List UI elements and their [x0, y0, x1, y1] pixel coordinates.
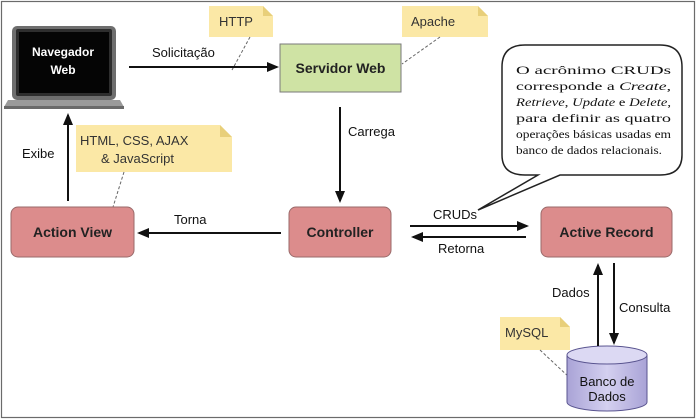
active-record-node: Active Record	[540, 206, 673, 258]
server-node: Servidor Web	[279, 43, 402, 93]
note-apache-text: Apache	[411, 14, 455, 29]
note-mysql: MySQL	[500, 317, 570, 350]
note-mysql-text: MySQL	[505, 325, 548, 340]
edge-carrega-label: Carrega	[348, 124, 396, 139]
edge-solicitacao-label: Solicitação	[152, 45, 215, 60]
edge-exibe-label: Exibe	[22, 146, 55, 161]
controller-node: Controller	[288, 206, 392, 258]
note-http-connector	[231, 36, 251, 71]
action-view-node: Action View	[10, 206, 135, 258]
action-view-label: Action View	[33, 224, 112, 240]
active-record-label: Active Record	[559, 224, 653, 240]
note-view-tech-connector	[112, 171, 125, 208]
note-view-tech-text: HTML, CSS, AJAX& JavaScript	[80, 133, 189, 166]
edge-torna-label: Torna	[174, 212, 207, 227]
edge-consulta-label: Consulta	[619, 300, 671, 315]
server-label: Servidor Web	[296, 60, 386, 76]
controller-label: Controller	[307, 224, 374, 240]
edge-cruds-label: CRUDs	[433, 207, 478, 222]
edge-retorna-label: Retorna	[438, 241, 485, 256]
note-apache: Apache	[402, 6, 488, 37]
edge-dados-label: Dados	[552, 285, 590, 300]
note-mysql-connector	[539, 349, 571, 379]
note-apache-connector	[401, 36, 441, 65]
note-view-tech: HTML, CSS, AJAX& JavaScript	[76, 125, 232, 172]
note-http: HTTP	[209, 6, 273, 37]
note-http-text: HTTP	[219, 14, 253, 29]
